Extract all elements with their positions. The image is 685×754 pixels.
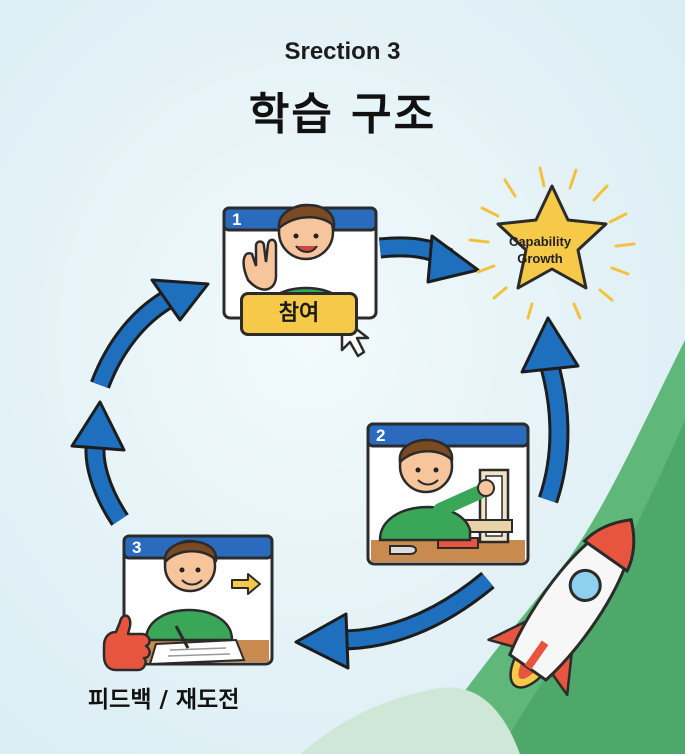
- arrow-to-step-3: [294, 571, 495, 670]
- arrow-up-to-goal: [520, 316, 580, 504]
- step-card-3: [122, 534, 274, 666]
- goal-label-line-1: Capability: [508, 234, 572, 249]
- arrow-left-upper: [90, 278, 210, 389]
- step-number-2: 2: [376, 426, 386, 445]
- step-card-2: [366, 422, 530, 566]
- thumbs-up-icon: [102, 614, 151, 672]
- step-1-label: 참여: [240, 292, 358, 336]
- section-label: Srection 3: [284, 38, 401, 65]
- goal-label: Capability Growth: [492, 233, 588, 267]
- star-icon: [468, 166, 636, 320]
- goal-label-line-2: Growth: [517, 251, 563, 266]
- step-number-3: 3: [132, 538, 142, 557]
- step-3-label: 피드백 / 재도전: [88, 687, 240, 713]
- page-title: 학습 구조: [248, 89, 437, 140]
- rocket-icon: [487, 518, 636, 697]
- arrow-left-lower: [70, 400, 129, 526]
- arrow-to-goal: [378, 234, 480, 284]
- step-number-1: 1: [232, 210, 242, 229]
- arrow-right-icon: [231, 573, 261, 595]
